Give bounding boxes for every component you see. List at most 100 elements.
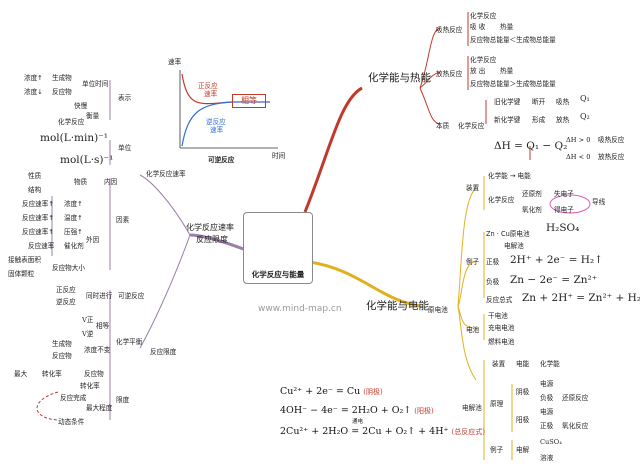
rate-conc-up: 浓度↑ xyxy=(24,74,43,82)
elec-red: 还原剂 xyxy=(522,190,542,198)
heat-a2: 吸 收 xyxy=(470,23,486,31)
heat-e4: Q₁ xyxy=(580,94,590,103)
heat-e6: 新化学键 xyxy=(494,116,521,124)
rate-reactant2: 反应物 xyxy=(52,352,72,360)
graph-xlabel: 时间 xyxy=(272,152,286,160)
rate-unit: 单位 xyxy=(118,144,132,152)
rate-equal2: 相等 xyxy=(96,322,110,330)
rate-vfwd: V正 xyxy=(82,316,94,324)
graph-ylabel: 速率 xyxy=(168,58,182,66)
equation-3: 2Cu²⁺ + 2H₂O = 2Cu + O₂↑ + 4H⁺(总反应式) xyxy=(280,426,485,437)
elec-example: 例子 xyxy=(466,258,480,266)
heat-r1: 化学反应 xyxy=(470,56,497,64)
rate-maxdeg: 最大程度 xyxy=(86,404,113,412)
heat-e7: 形成 xyxy=(532,116,546,124)
heat-e10: ΔH = Q₁ − Q₂ xyxy=(494,140,568,152)
elec-chem: 化学能 → 电能 xyxy=(488,172,531,180)
graph-rev-l2: 速率 xyxy=(210,126,224,134)
elec-electrolysis: 电解池 xyxy=(462,404,482,412)
central-topic-title: 化学反应与能量 xyxy=(251,270,305,279)
elec-ex2: 例子 xyxy=(490,446,504,454)
elec-redrx: 还原反应 xyxy=(562,394,589,402)
rate-internal: 内因 xyxy=(104,178,118,186)
elec-pw1: 电源 xyxy=(540,380,554,388)
heat-e1: 旧化学键 xyxy=(494,98,521,106)
graph-fwd-l1: 正反应 xyxy=(198,82,218,90)
rate-reactant: 反应物 xyxy=(52,88,72,96)
rate-struct: 结构 xyxy=(28,186,42,194)
elec-wire: 导线 xyxy=(592,198,606,206)
elec-cell2: 电解 xyxy=(516,446,530,454)
rate-chem-rate: 化学反应 xyxy=(58,118,85,126)
rate-fast: 快慢 xyxy=(74,102,88,110)
central-topic-box: 化学反应与能量 xyxy=(243,212,313,284)
branch-rate-1: 化学反应速率 xyxy=(186,223,234,232)
elec-anode: 阳极 xyxy=(516,416,530,424)
rate-conv2: 转化率 xyxy=(80,382,100,390)
heat-e11: ΔH > 0 xyxy=(566,136,591,144)
elec-cathode: 阴极 xyxy=(516,388,530,396)
heat-e8: 放热 xyxy=(556,116,570,124)
elec-pos: 正极 xyxy=(486,258,500,266)
equation-3-condition: 通电 xyxy=(352,419,364,425)
elec-gain: 得电子 xyxy=(554,206,574,214)
elec-neg2: 负极 xyxy=(540,394,554,402)
elec-dev2: 装置 xyxy=(492,360,506,368)
elec-neg: 负极 xyxy=(486,278,500,286)
heat-e14: 放热反应 xyxy=(598,153,625,161)
rate-reverse: 逆反应 xyxy=(56,298,76,306)
rate-nature: 性质 xyxy=(28,172,42,180)
heat-absorb: 吸热反应 xyxy=(436,26,463,34)
rate-unchanged: 浓度不变 xyxy=(84,346,111,354)
rate-reversible: 可逆反应 xyxy=(118,292,145,300)
equation-2: 4OH⁻ − 4e⁻ = 2H₂O + O₂↑(阳极) xyxy=(280,405,434,416)
heat-a3: 热量 xyxy=(500,23,514,31)
rate-u1: mol(L·min)⁻¹ xyxy=(40,132,108,144)
rate-conc-down: 浓度↓ xyxy=(24,88,43,96)
elec-h2so4: H₂SO₄ xyxy=(546,222,580,234)
elec-pw2: 电源 xyxy=(540,408,554,416)
watermark: www.mind-map.cn xyxy=(258,304,342,314)
rate-size: 反应物大小 xyxy=(52,264,85,272)
rate-solid: 固体颗粒 xyxy=(8,270,35,278)
heat-a4: 反应物总能量＜生成物总能量 xyxy=(470,36,556,44)
rate-f3: 反应速率↑ xyxy=(22,228,54,236)
rate-conv: 转化率 xyxy=(42,370,62,378)
elec-galvanic: 原电池 xyxy=(428,306,448,314)
heat-e12: 吸热反应 xyxy=(598,136,625,144)
branch-rate-2: 反应限度 xyxy=(196,235,228,244)
heat-r2: 放 出 xyxy=(470,67,486,75)
elec-c1: 干电池 xyxy=(488,312,508,320)
rate-chem-eq: 化学平衡 xyxy=(116,338,143,346)
rate-f4b: 催化剂 xyxy=(64,242,84,250)
heat-release: 放热反应 xyxy=(436,70,463,78)
elec-ox: 氧化剂 xyxy=(522,206,542,214)
rate-limit: 反应限度 xyxy=(150,348,177,356)
heat-a1: 化学反应 xyxy=(470,12,497,20)
rate-f1: 反应速率↑ xyxy=(22,200,54,208)
elec-electrolyte: 电解池 xyxy=(504,242,524,250)
rate-express: 表示 xyxy=(118,94,132,102)
rate-area: 接触表面积 xyxy=(8,256,41,264)
heat-e9: Q₂ xyxy=(580,112,590,121)
graph-fwd-l2: 速率 xyxy=(204,90,218,98)
rate-node: 化学反应速率 xyxy=(146,170,186,178)
rate-reactant3: 反应物 xyxy=(84,370,104,378)
rate-done: 反应完成 xyxy=(60,394,87,402)
rate-external: 外因 xyxy=(86,236,100,244)
rate-product2: 生成物 xyxy=(52,340,72,348)
rate-cond: 动态条件 xyxy=(58,418,85,426)
elec-dev2a: 电能 xyxy=(516,360,530,368)
elec-sol: 溶液 xyxy=(540,454,554,462)
graph-equal-box: 相等 xyxy=(232,94,266,108)
rate-f3b: 压强↑ xyxy=(64,228,83,236)
elec-device: 装置 xyxy=(466,184,480,192)
rate-f4: 反应速率 xyxy=(28,242,55,250)
heat-r4: 反应物总能量＞生成物总能量 xyxy=(470,80,556,88)
elec-principle: 原理 xyxy=(490,400,504,408)
rate-f2: 反应速率↑ xyxy=(22,214,54,222)
heat-essence: 本质 xyxy=(436,122,450,130)
rate-degree: 限度 xyxy=(116,396,130,404)
elec-lose: 失电子 xyxy=(554,190,574,198)
